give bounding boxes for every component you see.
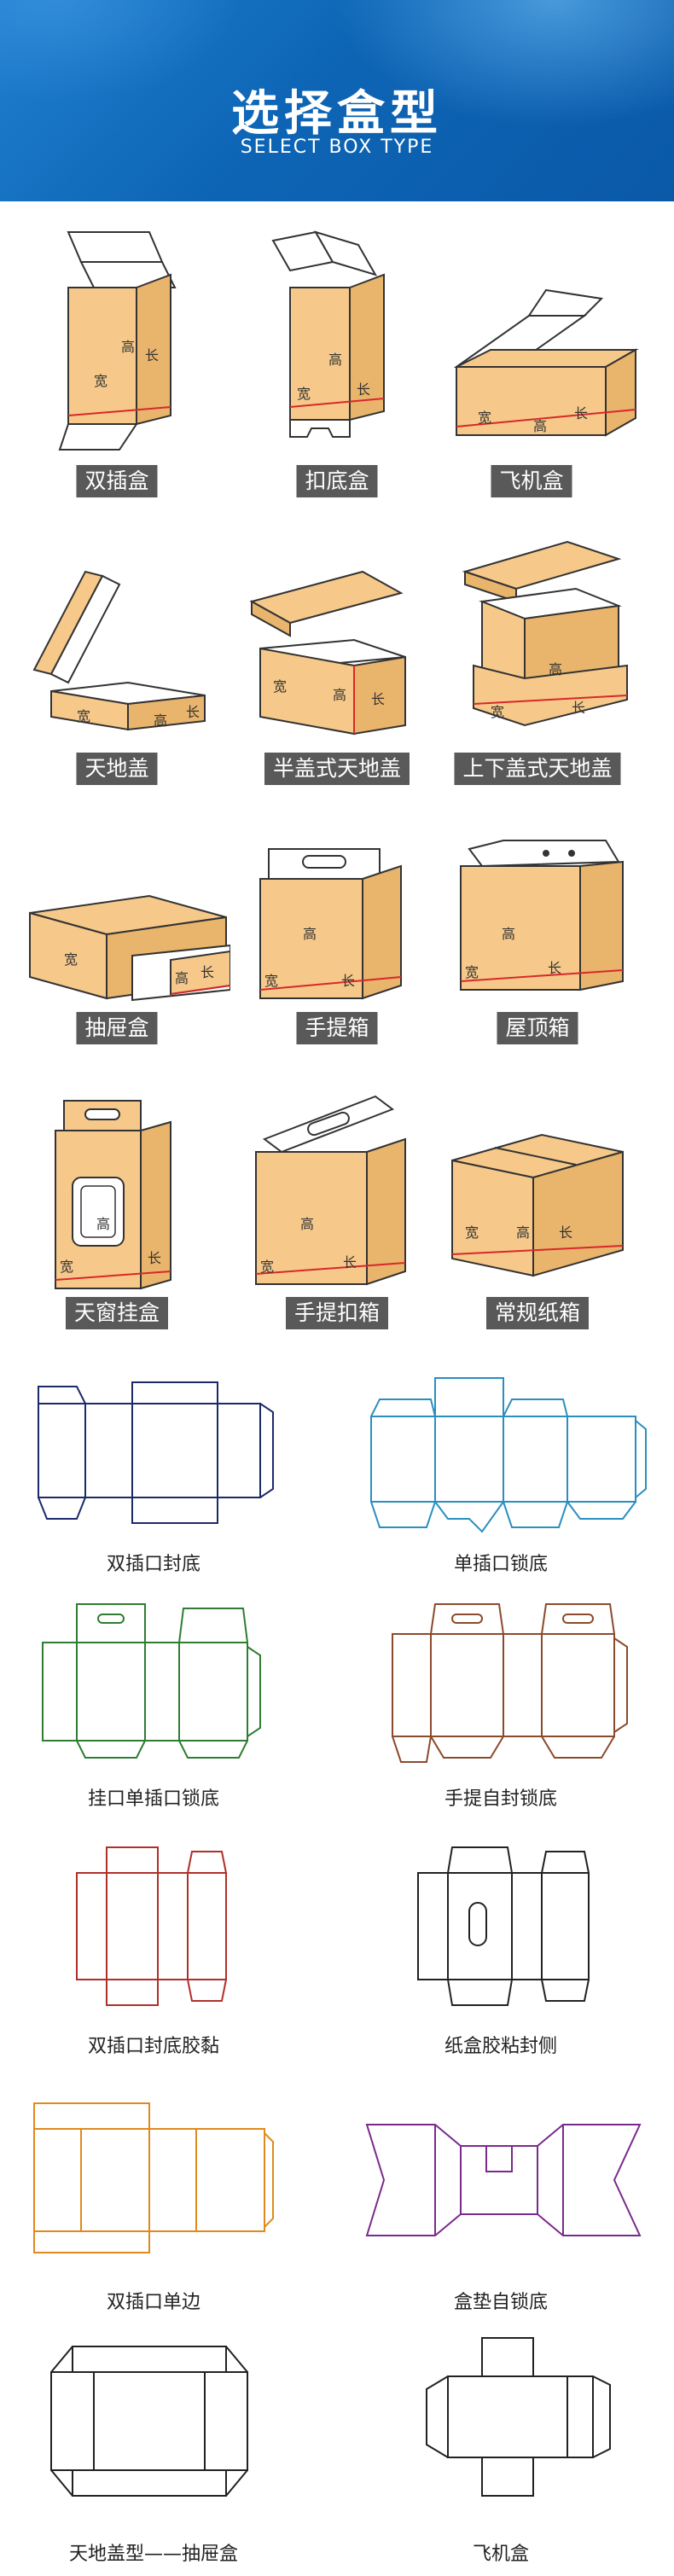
box-label-mailer: 飞机盒 (491, 465, 572, 497)
dim-length: 长 (343, 1254, 357, 1271)
dieline-carton-glue-side (417, 1846, 590, 2006)
dieline-caption: 天地盖型——抽屉盒 (68, 2544, 239, 2565)
box-illustration-lid-base: 宽 高 长 (32, 570, 206, 731)
dim-width: 宽 (60, 1259, 73, 1275)
dim-length: 长 (200, 964, 214, 980)
dim-height: 高 (533, 418, 547, 434)
box-label-lock-bottom: 扣底盒 (296, 465, 378, 497)
dim-height: 高 (303, 926, 317, 942)
dim-height: 高 (328, 352, 342, 368)
dieline-caption: 纸盒胶粘封侧 (444, 2036, 558, 2057)
dim-length: 长 (548, 960, 561, 976)
dim-width: 宽 (77, 708, 90, 724)
dim-height: 高 (333, 687, 346, 703)
page-subtitle: SELECT BOX TYPE (240, 137, 434, 158)
box-label-lid-base: 天地盖 (76, 753, 158, 785)
dieline-caption: 双插口封底胶黏 (87, 2036, 220, 2057)
dim-width: 宽 (264, 973, 278, 989)
box-illustration-mailer: 宽 高 长 (453, 288, 639, 437)
dim-width: 宽 (260, 1259, 274, 1275)
box-label-double-tuck: 双插盒 (76, 465, 158, 497)
dim-height: 高 (549, 661, 562, 677)
dim-width: 宽 (465, 1224, 479, 1241)
dieline-caption: 双插口单边 (106, 2292, 201, 2313)
dieline-caption: 飞机盒 (472, 2544, 530, 2565)
box-illustration-top-bottom-lid: 宽 高 长 (462, 540, 628, 727)
dieline-caption: 单插口锁底 (453, 1554, 549, 1575)
dim-height: 高 (96, 1216, 110, 1232)
box-label-top-bottom-lid: 上下盖式天地盖 (454, 753, 621, 785)
box-label-half-lid: 半盖式天地盖 (264, 753, 410, 785)
box-label-roof: 屋顶箱 (497, 1012, 578, 1044)
dim-height: 高 (175, 970, 189, 986)
dim-height: 高 (121, 339, 135, 355)
page-header: 选择盒型 SELECT BOX TYPE (0, 0, 674, 201)
dim-height: 高 (516, 1224, 530, 1241)
dim-width: 宽 (491, 704, 504, 720)
dieline-double-tuck-single-side (33, 2102, 274, 2253)
dieline-hang-single-tuck (42, 1603, 261, 1759)
box-label-window-hang: 天窗挂盒 (65, 1297, 169, 1329)
dieline-double-tuck-seal (38, 1381, 274, 1524)
dim-width: 宽 (465, 964, 479, 980)
dieline-double-tuck-glue (76, 1846, 227, 2006)
dieline-pad-self-lock (365, 2124, 642, 2236)
dieline-caption: 挂口单插口锁底 (87, 1788, 220, 1810)
dim-length: 长 (574, 405, 588, 422)
box-illustration-lock-bottom: 宽 高 长 (271, 230, 385, 438)
dim-length: 长 (572, 700, 585, 716)
box-label-drawer: 抽屉盒 (76, 1012, 158, 1044)
dieline-caption: 双插口封底 (106, 1554, 201, 1575)
box-illustration-roof: 宽 高 长 (460, 840, 624, 991)
box-illustration-drawer: 宽 高 长 (29, 894, 230, 1002)
dim-length: 长 (186, 704, 200, 720)
box-illustration-window-hang: 宽 高 长 (55, 1100, 171, 1290)
box-label-handle-lock: 手提扣箱 (285, 1297, 389, 1329)
dieline-single-tuck-lock (370, 1377, 647, 1533)
dim-width: 宽 (94, 373, 107, 389)
dim-length: 长 (559, 1224, 572, 1241)
box-illustration-double-tuck: 宽 高 长 (58, 231, 177, 451)
dieline-caption: 手提自封锁底 (444, 1788, 558, 1810)
dim-length: 长 (357, 381, 370, 398)
dieline-handle-self-lock (392, 1603, 628, 1763)
dim-height: 高 (154, 712, 167, 729)
dim-height: 高 (502, 926, 515, 942)
dim-length: 长 (148, 1250, 161, 1266)
box-label-handle-case: 手提箱 (296, 1012, 378, 1044)
dim-length: 长 (145, 347, 159, 363)
box-illustration-handle-lock: 宽 高 长 (255, 1095, 406, 1286)
dieline-lid-base-drawer (50, 2346, 248, 2497)
page-title: 选择盒型 (231, 86, 443, 142)
dim-width: 宽 (64, 951, 78, 968)
dim-length: 长 (341, 973, 355, 989)
dim-width: 宽 (478, 410, 491, 426)
dim-height: 高 (300, 1216, 314, 1232)
box-illustration-handle-case: 宽 高 长 (259, 848, 402, 1000)
box-illustration-half-lid: 宽 高 长 (249, 570, 406, 736)
dim-width: 宽 (297, 386, 311, 402)
box-illustration-carton: 宽 高 长 (451, 1133, 624, 1277)
dieline-mailer (426, 2337, 611, 2497)
box-label-carton: 常规纸箱 (485, 1297, 590, 1329)
dim-width: 宽 (273, 678, 287, 695)
dim-length: 长 (371, 691, 385, 707)
dieline-caption: 盒垫自锁底 (453, 2292, 549, 2313)
